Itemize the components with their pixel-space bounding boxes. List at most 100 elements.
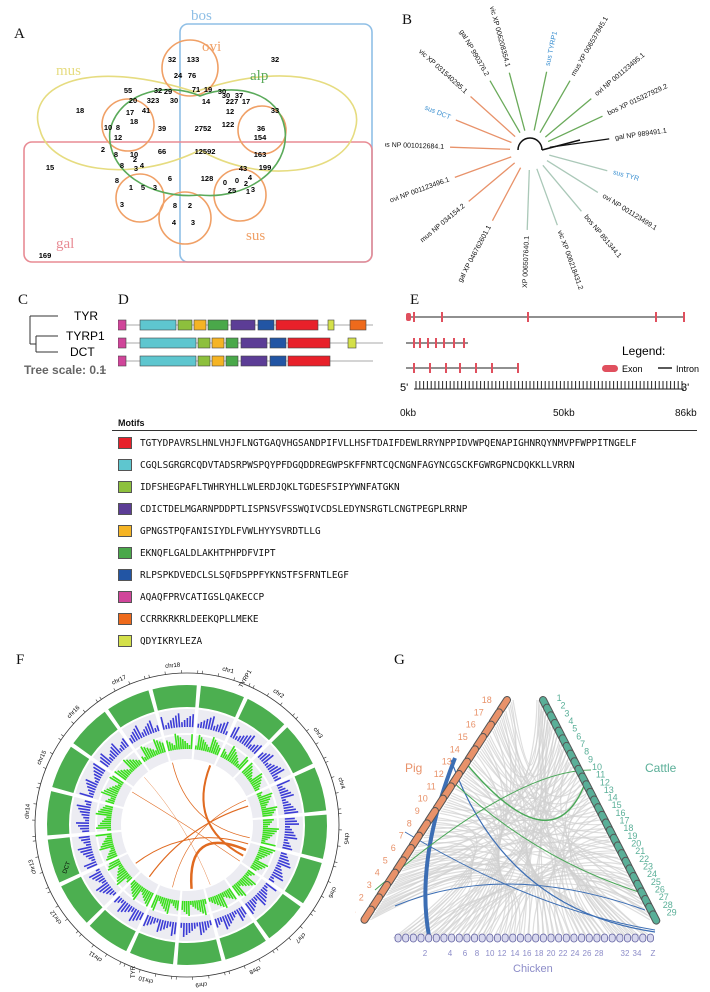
circos-bar-green (103, 839, 113, 843)
circos-bar-green (219, 893, 228, 909)
circos-bar-green (171, 743, 174, 751)
circos-link (132, 791, 240, 862)
circos-bar-green (100, 843, 114, 848)
motif-color-swatch (118, 481, 132, 493)
circos-chr-label: chr14 (25, 803, 32, 819)
synteny-chr-segment (369, 894, 382, 911)
venn-count: 15 (46, 163, 54, 172)
synteny-chr-segment (425, 808, 438, 825)
circos-bar-blue (117, 897, 123, 904)
synteny-link-gray (394, 699, 538, 939)
scale-three-prime: 3' (681, 382, 689, 394)
circos-bar-green (238, 759, 249, 771)
circos-tick (99, 696, 102, 700)
circos-bar-green (146, 747, 153, 758)
synteny-chr-label: 28 (663, 900, 673, 910)
motif-row: GPNGSTPQFANISIYDLFVWLHYYSVRDTLLG (118, 524, 321, 538)
circos-bar-green (257, 851, 268, 857)
tree-branch (450, 146, 511, 150)
synteny-chicken-chr (432, 933, 440, 943)
circos-bar-green (105, 804, 114, 809)
circos-bar-blue (268, 878, 275, 883)
venn-label-mus: mus (56, 63, 81, 79)
circos-bar-green (117, 770, 128, 779)
circos-tick (119, 961, 122, 965)
synteny-link-gray (541, 711, 617, 939)
venn-count: 30 (222, 91, 230, 100)
circos-bar-blue (169, 720, 173, 729)
exon-mark (435, 338, 437, 348)
exon-mark (453, 338, 455, 348)
synteny-chr-segment (417, 820, 430, 837)
synteny-link-gray (584, 886, 648, 939)
motif-color-swatch (118, 525, 132, 537)
circos-bar-blue (83, 840, 91, 844)
motif-row: CCRRKRKRLDEEKQPLLMEKE (118, 612, 259, 626)
circos-bar-blue (94, 776, 101, 781)
circos-bar-green (215, 894, 222, 907)
circos-bar-blue (265, 882, 277, 892)
circos-tick (233, 677, 235, 681)
motif-segment (240, 355, 268, 367)
circos-bar-green (166, 898, 172, 914)
circos-bar-green (196, 900, 199, 911)
circos-link (135, 837, 249, 864)
circos-bar-green (262, 833, 273, 837)
circos-bar-blue (78, 807, 91, 812)
circos-bar-green (110, 846, 115, 850)
venn-count: 33 (271, 106, 279, 115)
circos-bar-blue (141, 731, 145, 738)
circos-bar-blue (142, 729, 148, 737)
synteny-chr-segment (481, 721, 494, 738)
venn-count: 17 (126, 108, 134, 117)
circos-bar-blue (249, 744, 256, 751)
motif-sequence: IDFSHEGPAFLTWHRYHLLWLERDJQKLTGDESFSIPYWN… (140, 481, 400, 493)
circos-bar-blue (108, 756, 114, 762)
circos-bar-green (245, 771, 253, 778)
tree-branch (542, 164, 582, 212)
circos-bar-green (260, 803, 268, 807)
circos-bar-blue (109, 749, 118, 758)
circos-bar-blue (277, 861, 291, 869)
synteny-chicken-chr (478, 933, 486, 943)
motif-sequence: TGTYDPAVRSLHNLVHJFLNGTGAQVHGSANDPIFVLLHS… (140, 437, 637, 449)
motif-segment (225, 355, 239, 367)
venn-count: 4 (248, 173, 253, 182)
circos-bar-blue (132, 909, 140, 922)
scale-tick-50kb: 50kb (553, 408, 575, 419)
panel-label-g: G (394, 652, 405, 668)
circos-bar-green (105, 854, 118, 861)
circos-tick (123, 963, 126, 967)
circos-bar-green (252, 782, 262, 788)
circos-bar-green (128, 759, 138, 769)
motif-segment (139, 355, 197, 367)
circos-bar-green (150, 894, 158, 909)
venn-count: 169 (39, 251, 52, 260)
synteny-chr-label: 15 (458, 732, 468, 742)
circos-bar-blue (282, 801, 289, 804)
circos-bar-blue (204, 921, 208, 931)
motif-segment (287, 355, 331, 367)
circos-bar-blue (247, 901, 256, 912)
synteny-chicken-chr (585, 933, 593, 943)
synteny-chr-segment (393, 857, 406, 874)
venn-count: 30 (170, 96, 178, 105)
venn-count: 12 (114, 133, 122, 142)
venn-count: 133 (187, 55, 200, 64)
circos-bar-green (213, 895, 220, 906)
tree-c: TYR TYRP1 DCT Tree scale: 0.1 (24, 309, 106, 377)
circos-bar-blue (110, 743, 121, 754)
synteny-chr-segment (433, 795, 446, 812)
circos-bar-green (224, 890, 231, 899)
circos-bar-blue (85, 843, 92, 847)
circos-bar-blue (172, 717, 176, 728)
circos-bar-green (107, 862, 122, 871)
circos-bar-green (105, 837, 113, 840)
motif-segment (225, 337, 239, 349)
venn-count: 66 (158, 147, 166, 156)
circos-bar-blue (274, 777, 282, 782)
circos-bar-green (132, 886, 144, 901)
circos-bar-green (249, 772, 263, 783)
circos-bar-blue (120, 902, 129, 913)
synteny-chicken-chr (394, 933, 402, 943)
